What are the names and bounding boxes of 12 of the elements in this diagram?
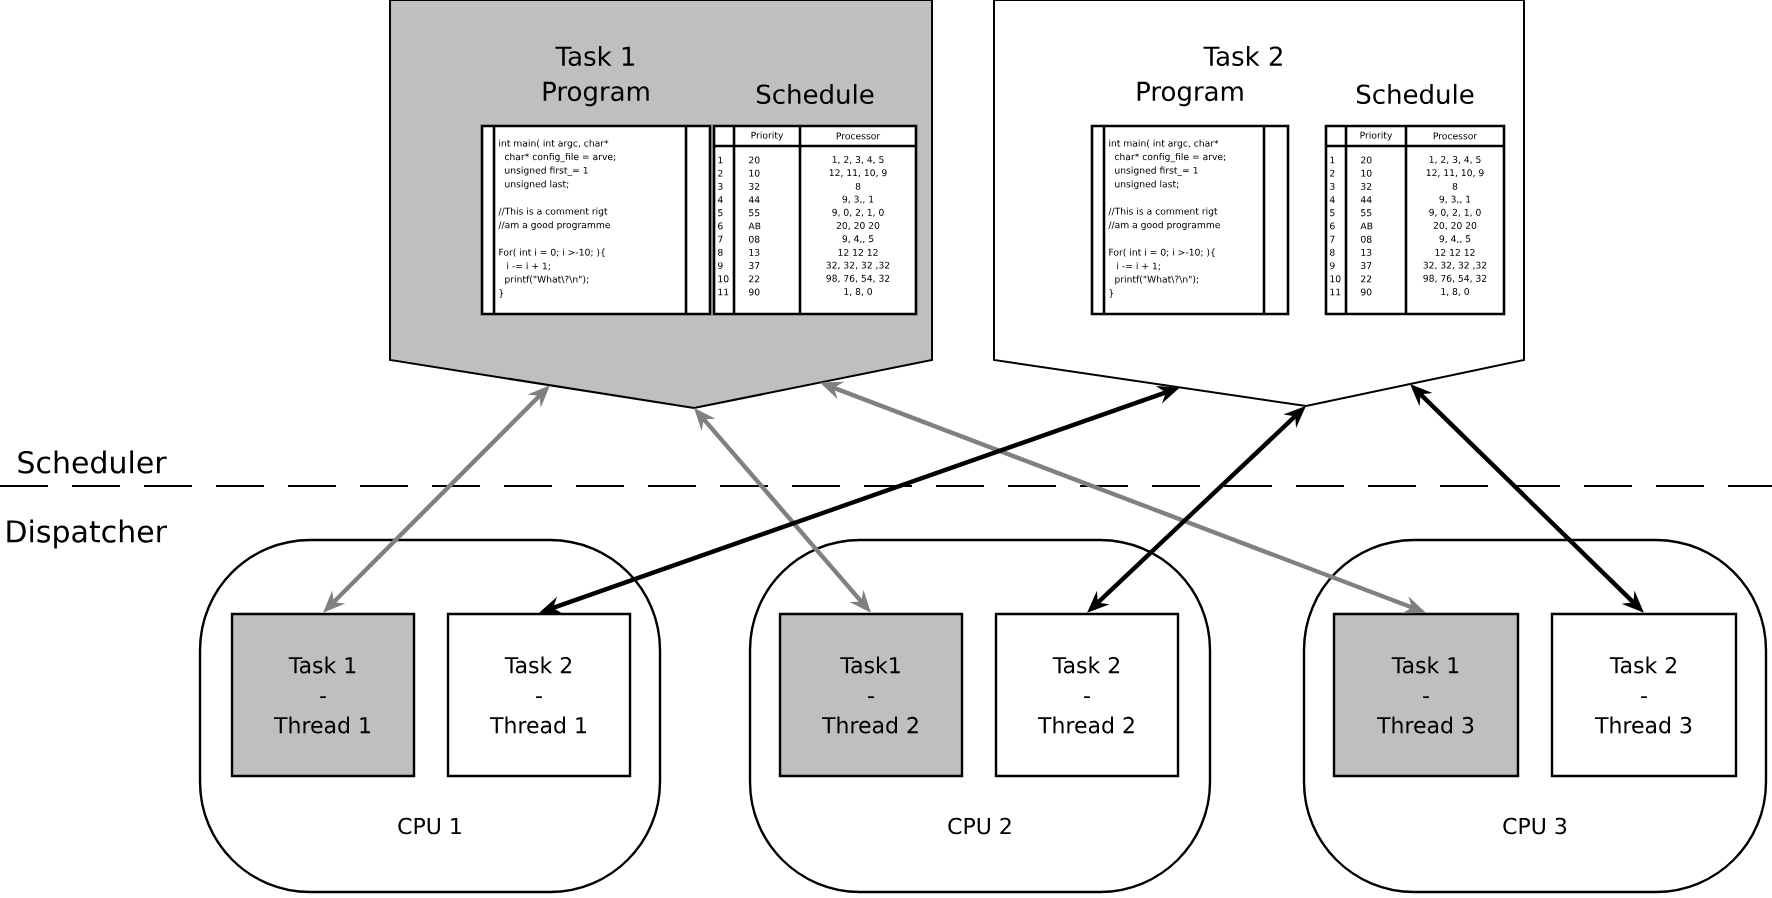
thread-box: Task1 - Thread 2 bbox=[778, 612, 964, 778]
node-label: Schedule bbox=[1356, 83, 1474, 105]
thread-box: Task 2 - Thread 2 bbox=[994, 612, 1180, 778]
layer-label: Dispatcher bbox=[7, 519, 167, 549]
thread-box: Task 1 - Thread 1 bbox=[230, 612, 416, 778]
thread-box: Task 2 - Thread 3 bbox=[1550, 612, 1738, 778]
thread-box: Task 2 - Thread 1 bbox=[446, 612, 632, 778]
node-label: Program bbox=[1137, 81, 1243, 107]
layer-label: Scheduler bbox=[18, 450, 167, 474]
node-label: Schedule bbox=[757, 83, 874, 105]
node-label: Program bbox=[543, 81, 649, 107]
thread-box: Task 1 - Thread 3 bbox=[1332, 612, 1520, 778]
